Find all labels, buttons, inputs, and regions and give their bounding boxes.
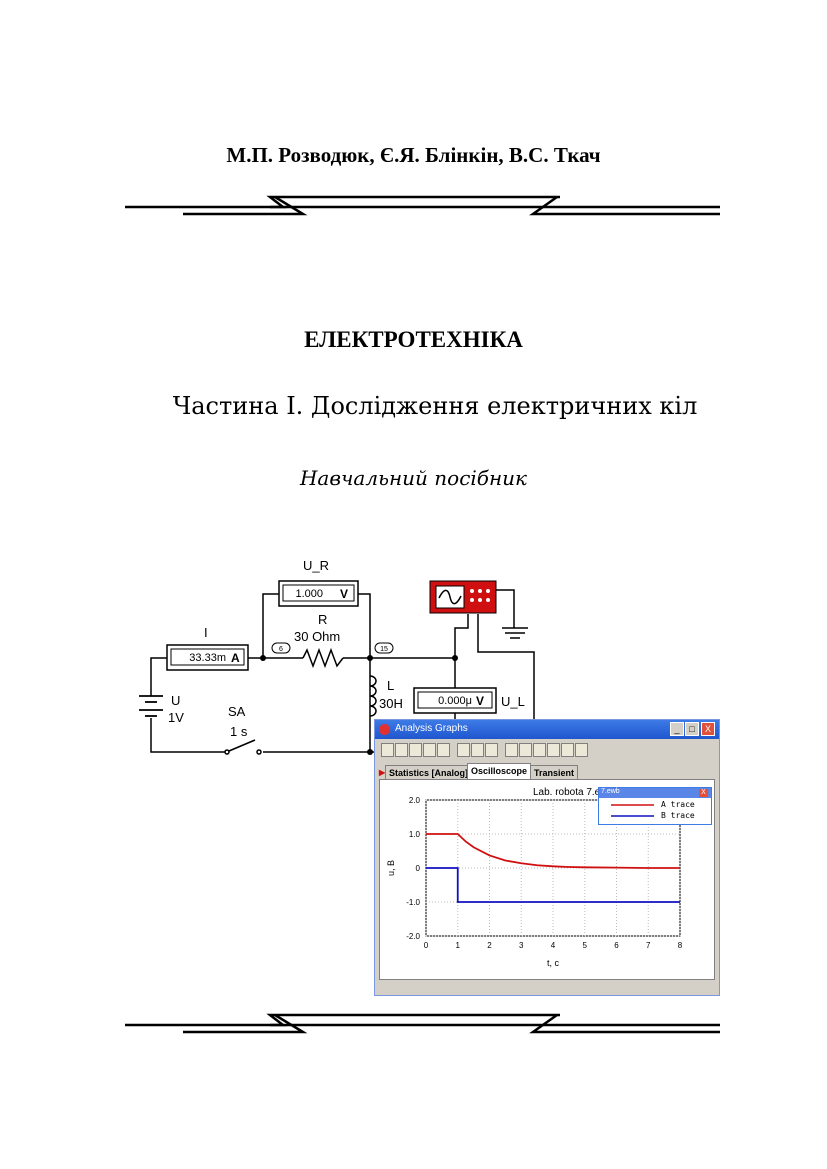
inductor-label: L	[387, 678, 394, 693]
source-value: 1V	[168, 710, 184, 725]
print-icon[interactable]	[423, 743, 436, 757]
ammeter-i: 33.33m A	[166, 644, 249, 671]
source-symbol	[139, 695, 163, 717]
open-icon[interactable]	[395, 743, 408, 757]
series-line-a	[426, 833, 680, 869]
x-axis-label: t, c	[547, 958, 560, 968]
book-subtitle: Частина I. Дослідження електричних кіл	[172, 392, 698, 420]
cursors-icon[interactable]	[547, 743, 560, 757]
y-tick-label: 2.0	[409, 796, 421, 805]
new-icon[interactable]	[381, 743, 394, 757]
x-tick-label: 1	[456, 941, 461, 950]
analysis-graphs-window: Analysis Graphs _ □ X ▶ Statistics [Anal…	[374, 719, 720, 996]
minimize-button[interactable]: _	[670, 722, 684, 736]
voltmeter-u-r: 1.000 V	[278, 580, 359, 607]
legend-a-label: A trace	[661, 800, 695, 809]
y-tick-label: -1.0	[406, 898, 420, 907]
switch-value: 1 s	[230, 724, 248, 739]
save-icon[interactable]	[409, 743, 422, 757]
voltmeter-u-r-value: 1.000	[295, 588, 323, 600]
voltmeter-u-r-label: U_R	[303, 558, 329, 573]
ammeter-unit: A	[231, 651, 240, 665]
y-tick-label: -2.0	[406, 932, 420, 941]
bottom-rule	[125, 1013, 720, 1034]
sine-wave-icon	[438, 589, 462, 605]
svg-text:15: 15	[380, 646, 388, 653]
properties-icon[interactable]	[505, 743, 518, 757]
book-kind: Навчальний посібник	[299, 466, 527, 490]
oscilloscope-chart: 0 1 2 3 4 5 6 7 8 2.0 1.0 0 -1.0 -2.0 Lab. robota 7.ew…	[386, 787, 683, 968]
window-title: Analysis Graphs	[395, 723, 468, 734]
voltmeter-u-l-value: 0.000μ	[438, 695, 472, 707]
restore-icon[interactable]	[575, 743, 588, 757]
x-tick-label: 8	[678, 941, 683, 950]
tab-oscilloscope[interactable]: Oscilloscope	[467, 763, 532, 780]
y-tick-label: 1.0	[409, 830, 421, 839]
legend-titlebar: 7.ewb X	[599, 788, 711, 798]
inductor-value: 30H	[379, 696, 403, 711]
y-axis-label: u, B	[386, 860, 396, 876]
x-tick-label: 6	[614, 941, 619, 950]
ammeter-label: I	[204, 625, 208, 640]
book-title: ЕЛЕКТРОТЕХНІКА	[304, 327, 523, 352]
x-tick-label: 3	[519, 941, 524, 950]
voltmeter-u-r-unit: V	[340, 587, 348, 601]
app-icon	[379, 724, 390, 735]
paste-icon[interactable]	[485, 743, 498, 757]
tab-transient[interactable]: Transient	[530, 765, 579, 780]
ammeter-value: 33.33m	[189, 652, 226, 664]
preview-icon[interactable]	[437, 743, 450, 757]
switch-symbol	[224, 739, 262, 755]
top-rule	[125, 195, 720, 216]
maximize-button[interactable]: □	[685, 722, 699, 736]
node-label-15: 15	[374, 642, 394, 654]
chart-title: Lab. robota 7.ewb	[533, 787, 613, 798]
series-line-b	[426, 867, 680, 903]
x-tick-label: 5	[583, 941, 588, 950]
x-tick-label: 4	[551, 941, 556, 950]
zoom-icon[interactable]	[561, 743, 574, 757]
inductor-symbol	[369, 675, 377, 717]
toolbar	[379, 743, 615, 760]
legend-swatches	[611, 804, 654, 817]
x-tick-label: 2	[487, 941, 492, 950]
resistor-value: 30 Ohm	[294, 629, 340, 644]
tab-statistics[interactable]: Statistics [Analog]	[385, 765, 473, 780]
tab-arrow-icon: ▶	[379, 768, 386, 777]
legend-icon[interactable]	[533, 743, 546, 757]
legend-close-button[interactable]: X	[699, 789, 708, 797]
voltmeter-u-l-unit: V	[476, 694, 484, 708]
x-tick-label: 0	[424, 941, 429, 950]
window-titlebar: Analysis Graphs _ □ X	[375, 720, 719, 739]
svg-text:6: 6	[279, 646, 283, 653]
close-button[interactable]: X	[701, 722, 715, 736]
oscilloscope[interactable]	[429, 580, 497, 614]
switch-label: SA	[228, 704, 246, 719]
legend-window[interactable]: 7.ewb X A trace B trace	[598, 787, 712, 825]
y-tick-label: 0	[416, 864, 421, 873]
resistor-symbol	[302, 647, 344, 669]
voltmeter-u-l-label: U_L	[501, 694, 525, 709]
copy-icon[interactable]	[471, 743, 484, 757]
legend-b-label: B trace	[661, 811, 695, 820]
cut-icon[interactable]	[457, 743, 470, 757]
x-tick-label: 7	[646, 941, 651, 950]
node-label-6: 6	[271, 642, 291, 654]
grid-icon[interactable]	[519, 743, 532, 757]
resistor-label: R	[318, 612, 327, 627]
voltmeter-u-l: 0.000μ V	[413, 687, 497, 714]
legend-title: 7.ewb	[601, 788, 620, 795]
authors: М.П. Розводюк, Є.Я. Блінкін, В.С. Ткач	[226, 143, 601, 167]
source-label: U	[171, 693, 180, 708]
